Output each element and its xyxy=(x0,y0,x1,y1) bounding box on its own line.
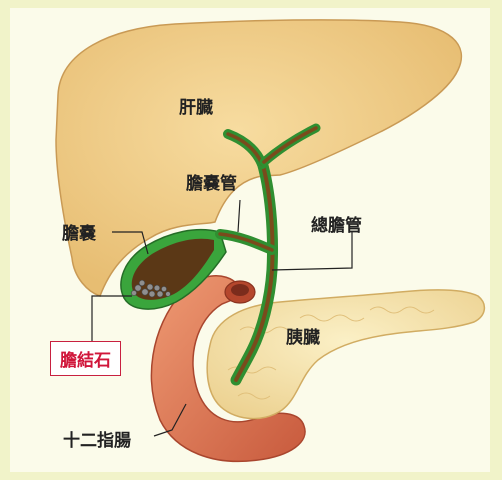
pancreas-label: 胰臓 xyxy=(286,323,320,348)
duodenum-label: 十二指腸 xyxy=(63,426,131,451)
gallstones-label: 膽結石 xyxy=(50,341,121,376)
cystic-duct-label: 膽嚢管 xyxy=(186,169,237,194)
leader-common-bile-duct xyxy=(272,232,352,270)
gallbladder-label: 膽嚢 xyxy=(62,219,96,244)
leader-cystic-duct xyxy=(238,200,240,232)
liver-label: 肝臓 xyxy=(179,93,213,118)
common-bile-duct-label: 總膽管 xyxy=(311,211,362,236)
leader-gallstones xyxy=(92,296,132,342)
duodenum-lumen xyxy=(231,284,249,296)
